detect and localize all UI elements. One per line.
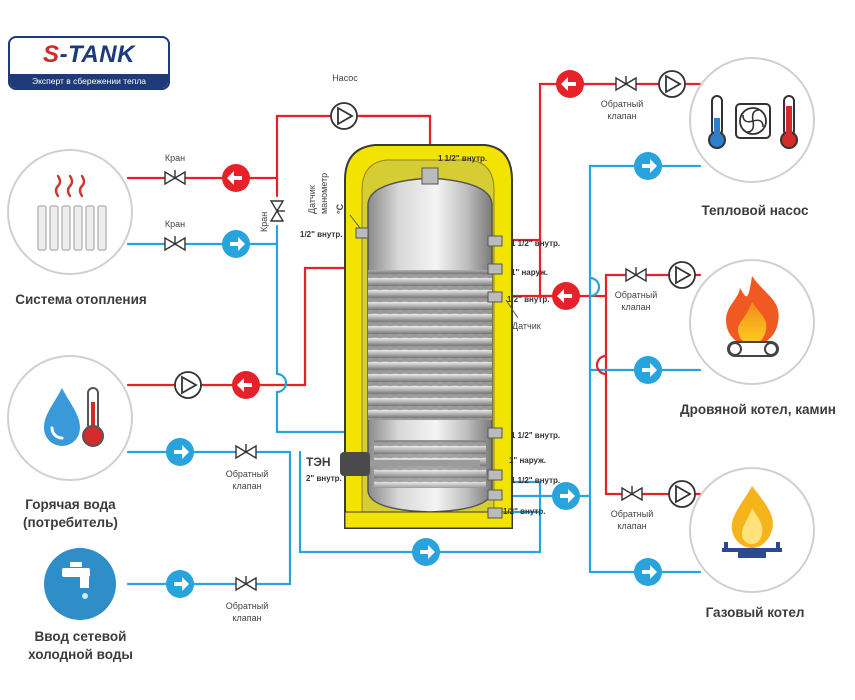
fitting-upper-left: 1/2" внутр. [300, 230, 343, 239]
fitting-r6: 1 1/2" внутр. [511, 476, 561, 485]
hot-water-circle [7, 355, 133, 481]
check-valve-wood-1: Обратный [614, 290, 658, 300]
check-valve-hw-1: Обратный [225, 469, 269, 479]
sensor-manometer-2: манометр [319, 172, 329, 214]
valves [164, 76, 647, 592]
fitting-top: 1 1/2" внутр. [438, 154, 488, 163]
tap-label-bottom: Кран [164, 219, 186, 229]
pump-top [330, 102, 358, 130]
temp-unit: °C [335, 203, 345, 214]
pump-label: Насос [332, 73, 358, 83]
cold-flow-arrows [166, 152, 662, 598]
check-valve-hp-2: клапан [607, 111, 637, 121]
cold-inlet-title-2: холодной воды [28, 647, 133, 662]
brand-logo: S-TANK Эксперт в сбережении тепла [8, 36, 170, 90]
check-valve-gas-1: Обратный [610, 509, 654, 519]
check-valve-hp-1: Обратный [600, 99, 644, 109]
logo-name: -TANK [59, 41, 135, 68]
wood-boiler-circle [689, 259, 815, 385]
gas-boiler-circle [689, 467, 815, 593]
pump-heat-pump [658, 70, 686, 98]
pump-wood [668, 261, 696, 289]
hot-flow-arrows [222, 70, 584, 399]
storage-tank [340, 144, 513, 529]
fitting-r1: 1 1/2" внутр. [511, 239, 561, 248]
check-valve-wood-2: клапан [621, 302, 651, 312]
heat-pump-title: Тепловой насос [701, 203, 809, 218]
fitting-r3: 1/2" внутр. [507, 295, 550, 304]
hot-water-title-2: (потребитель) [23, 515, 118, 530]
heater-size: 2" внутр. [306, 474, 342, 483]
cold-inlet-title-1: Ввод сетевой [34, 629, 127, 644]
fitting-r4: 1 1/2" внутр. [511, 431, 561, 440]
check-valve-cold-2: клапан [232, 613, 262, 623]
tap-label-vertical: Кран [259, 211, 269, 232]
fitting-r2: 1" наруж. [511, 268, 548, 277]
pump-gas [668, 480, 696, 508]
logo-accent: S [43, 41, 60, 68]
fitting-r7: 1/2" внутр. [503, 507, 546, 516]
pump-hot-water [174, 371, 202, 399]
heater-label: ТЭН [306, 455, 331, 469]
fitting-r5: 1" наруж. [509, 456, 546, 465]
tap-label-top: Кран [164, 153, 186, 163]
heating-system-title: Система отопления [15, 292, 147, 307]
logo-tagline: Эксперт в сбережении тепла [10, 74, 168, 88]
gas-boiler-title: Газовый котел [705, 605, 805, 620]
check-valve-gas-2: клапан [617, 521, 647, 531]
check-valve-cold-1: Обратный [225, 601, 269, 611]
cold-inlet-circle [44, 548, 116, 620]
sensor-manometer-1: Датчик [307, 185, 317, 214]
heating-system-circle [7, 149, 133, 275]
sensor-label: Датчик [512, 321, 541, 331]
pumps [174, 70, 696, 508]
hot-water-title-1: Горячая вода [25, 497, 116, 512]
heat-pump-circle [689, 57, 815, 183]
check-valve-hw-2: клапан [232, 481, 262, 491]
wood-boiler-title: Дровяной котел, камин [680, 402, 836, 417]
